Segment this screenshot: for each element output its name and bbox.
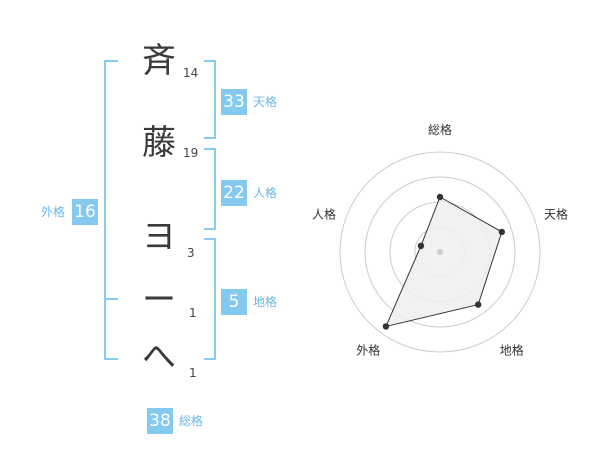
name-char-4: ー [142, 280, 176, 320]
stroke-count-5: 1 [189, 366, 197, 380]
stroke-count-1: 14 [183, 66, 199, 80]
gaikaku-bracket-line [104, 60, 106, 360]
radar-point-1 [436, 193, 444, 201]
stroke-count-4: 1 [189, 306, 197, 320]
chikaku-bracket-line [214, 238, 216, 360]
radar-point-4 [382, 323, 390, 330]
tenkaku-score: 33 [221, 89, 247, 115]
jinkaku-bracket-line [214, 148, 216, 230]
radar-axis-label-4: 外格 [356, 343, 380, 358]
jinkaku-score: 22 [221, 180, 247, 206]
radar-axis-label-1: 総格 [428, 122, 452, 137]
gaikaku-bracket-mid [104, 298, 118, 300]
tenkaku-bracket-top [204, 60, 214, 62]
gaikaku-bracket-top [104, 60, 118, 62]
name-char-1: 斉 [142, 41, 176, 81]
chikaku-bracket-bottom [204, 358, 214, 360]
tenkaku-label: 天格 [253, 95, 278, 109]
gaikaku-bracket-bottom [104, 358, 118, 360]
name-char-2: 藤 [142, 123, 176, 163]
soukaku-score: 38 [147, 408, 173, 434]
radar-grid-ring [364, 176, 516, 328]
radar-center-point [437, 249, 443, 255]
jinkaku-label: 人格 [253, 186, 278, 200]
radar-point-3 [475, 301, 482, 308]
soukaku-label: 総格 [179, 414, 204, 428]
jinkaku-bracket-bottom [204, 228, 214, 230]
stroke-count-2: 19 [183, 146, 199, 160]
radar-grid-ring [339, 151, 541, 353]
stroke-count-3: 3 [187, 246, 195, 260]
radar-series-polygon [385, 196, 503, 328]
gaikaku-label: 外格 [41, 205, 66, 219]
chikaku-score: 5 [221, 289, 247, 315]
radar-axis-label-2: 天格 [544, 206, 568, 221]
radar-axis-label-3: 地格 [500, 343, 524, 358]
radar-point-2 [498, 228, 506, 236]
chikaku-bracket-top [204, 238, 214, 240]
radar-axis-label-5: 人格 [312, 206, 336, 221]
jinkaku-bracket-top [204, 148, 214, 150]
chikaku-label: 地格 [253, 295, 278, 309]
tenkaku-bracket-line [214, 60, 216, 139]
name-char-3: ヨ [142, 217, 176, 257]
tenkaku-bracket-bottom [204, 137, 214, 139]
name-char-5: へ [142, 337, 176, 377]
radar-point-5 [417, 242, 425, 250]
gaikaku-score: 16 [72, 199, 98, 225]
